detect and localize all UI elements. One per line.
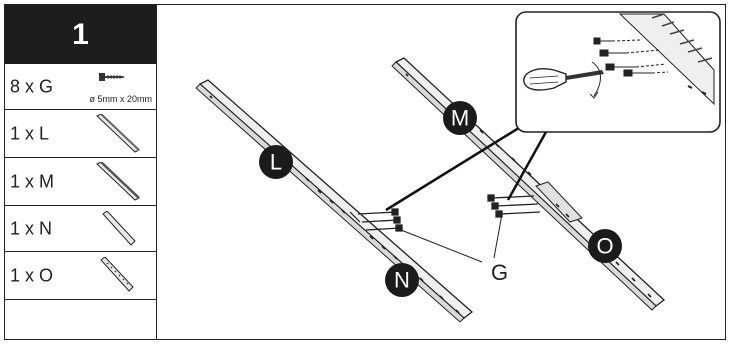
callout-m: M <box>443 101 477 135</box>
rail-o-icon <box>100 257 134 292</box>
step-number: 1 <box>5 5 156 64</box>
screwdriver-icon <box>523 61 604 99</box>
part-qty: 1 x M <box>10 171 55 191</box>
part-row-n: 1 x N <box>5 206 156 252</box>
rail-n-icon <box>102 211 136 246</box>
callout-m-label: M <box>451 106 469 131</box>
callout-n: N <box>385 263 419 297</box>
instruction-frame: 1 8 x G ø 5mm x 20mm 1 x L 1 x M <box>4 4 726 340</box>
part-row-g: 8 x G ø 5mm x 20mm <box>5 64 156 110</box>
part-qty: 8 x G <box>10 76 54 96</box>
part-qty: 1 x N <box>10 218 53 238</box>
callout-n-label: N <box>394 268 410 293</box>
part-row-m: 1 x M <box>5 158 156 206</box>
leader-lines-detail <box>385 124 548 212</box>
part-qty: 1 x O <box>10 265 54 285</box>
callout-o-label: O <box>596 234 613 259</box>
parts-panel: 1 8 x G ø 5mm x 20mm 1 x L 1 x M <box>5 5 157 339</box>
detail-inset <box>515 11 721 133</box>
rail-l-icon <box>96 114 140 153</box>
leader-lines-g <box>395 213 503 263</box>
part-spec: ø 5mm x 20mm <box>89 94 152 104</box>
callout-g-label: G <box>491 260 508 285</box>
callout-l: L <box>259 145 293 179</box>
part-qty: 1 x L <box>10 123 50 143</box>
screws-right-joint <box>487 194 541 218</box>
screw-icon <box>99 73 125 81</box>
rail-left <box>195 79 474 323</box>
screws-left-joint <box>357 208 403 232</box>
part-row-o: 1 x O <box>5 252 156 300</box>
part-row-l: 1 x L <box>5 110 156 158</box>
callout-o: O <box>588 229 622 263</box>
callout-l-label: L <box>270 150 282 175</box>
rail-m-icon <box>96 162 140 201</box>
